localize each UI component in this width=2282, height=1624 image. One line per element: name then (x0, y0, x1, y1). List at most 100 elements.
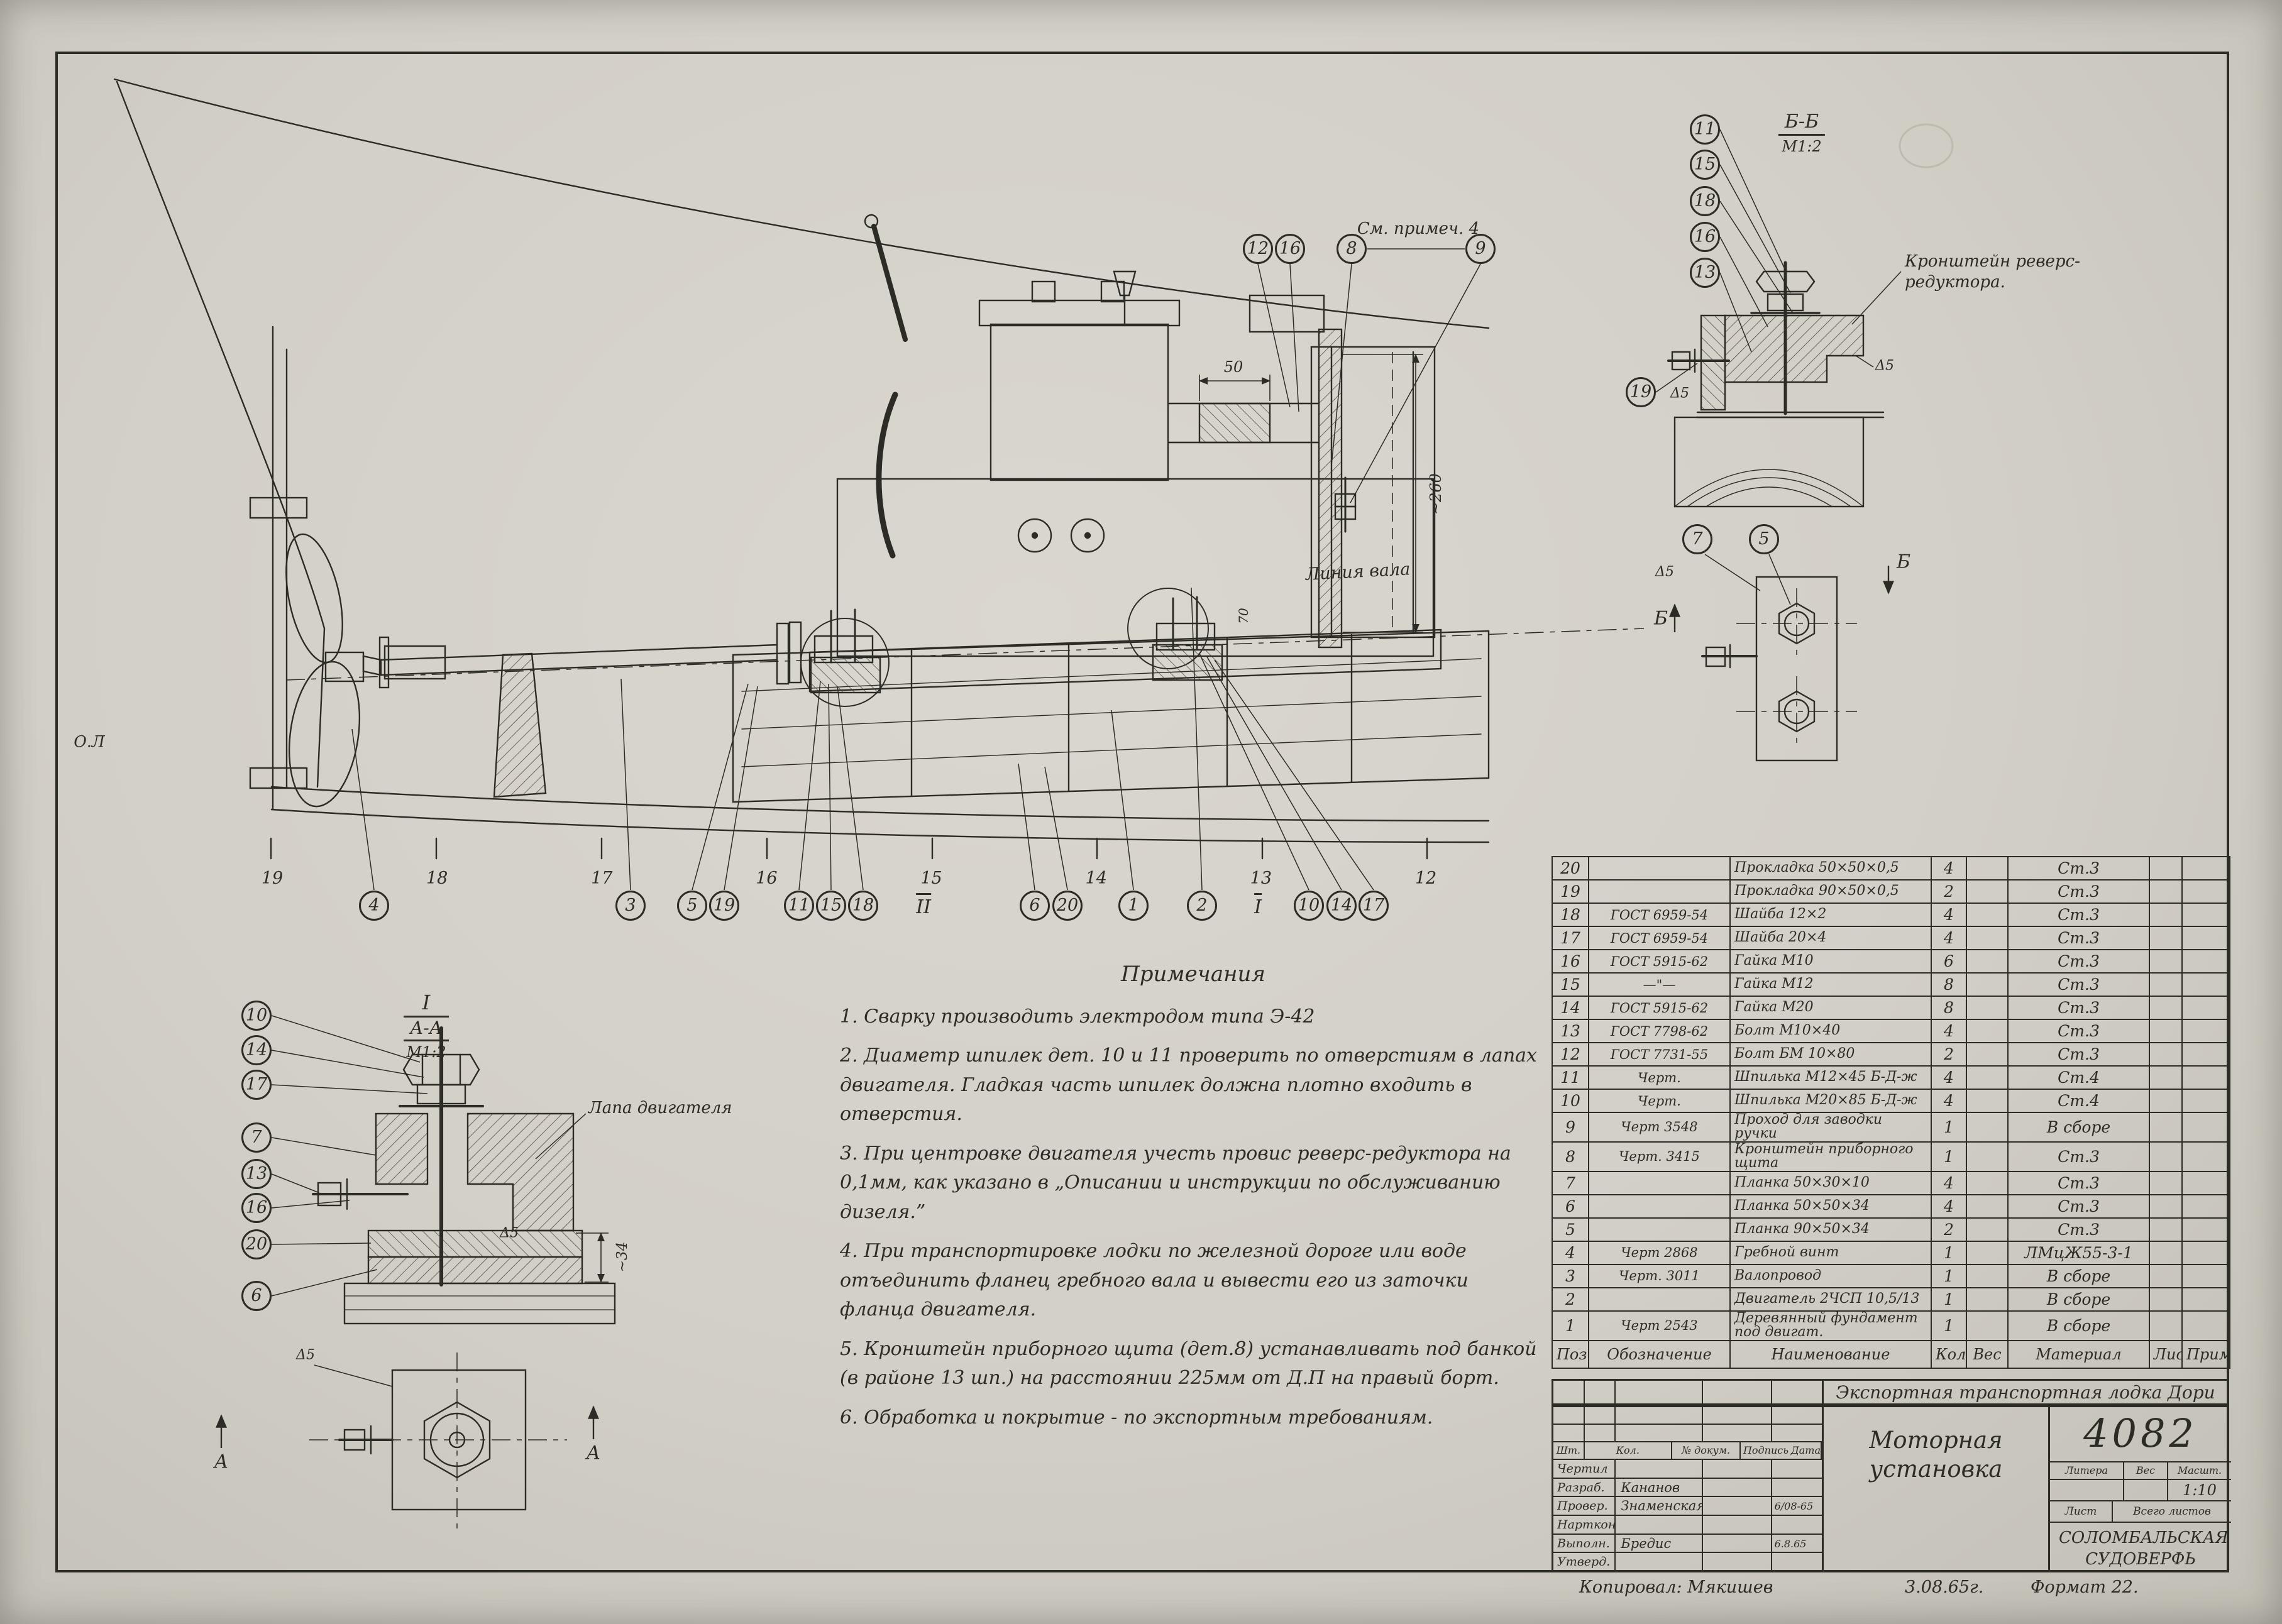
cell-qty: 4 (1931, 856, 1967, 881)
cell-note (2181, 996, 2230, 1020)
part-callout: 15 (1690, 150, 1720, 180)
cell-qty: 4 (1931, 1170, 1967, 1195)
litera-value (2050, 1480, 2124, 1500)
part-callout: 12 (1243, 234, 1273, 264)
parts-row: 9 Черт 3548 Проход для заводки ручки 1 В… (1552, 1112, 2230, 1143)
cell-weight (1966, 1112, 2009, 1143)
cell-note (2181, 879, 2230, 904)
cell-qty: 1 (1931, 1263, 1967, 1288)
cell-weight (1966, 926, 2009, 950)
cell-material: Ст.3 (2007, 1193, 2150, 1219)
parts-row: 12 ГОСТ 7731-55 Болт БМ 10×80 2 Ст.3 (1552, 1042, 2230, 1067)
cell-note (2181, 1089, 2230, 1113)
cell-name: Болт БМ 10×80 (1729, 1042, 1932, 1067)
detail-aa-ref: I (404, 990, 449, 1018)
sign-signature (1703, 1534, 1772, 1552)
format-note: Формат 22. (2031, 1577, 2139, 1597)
copied-by-note: Копировал: Мякишев (1579, 1577, 1773, 1597)
part-callout: 4 (359, 891, 389, 921)
cell-sheet (2149, 1042, 2183, 1067)
cell-note (2181, 856, 2230, 881)
cell-qty: 2 (1931, 1042, 1967, 1067)
cell-ref: Черт 3548 (1588, 1112, 1731, 1143)
cell-material: Ст.3 (2007, 926, 2150, 950)
cell-pos: 18 (1552, 903, 1589, 927)
cell-name: Кронштейн приборного щита (1729, 1141, 1932, 1172)
cell-weight (1966, 1263, 2009, 1288)
cell-sheet (2149, 1193, 2183, 1219)
part-callout: 7 (1682, 524, 1712, 554)
cell-ref: Черт. 3415 (1588, 1141, 1731, 1172)
cell-weight (1966, 1089, 2009, 1113)
part-callout: 14 (1326, 891, 1357, 921)
cell-name: Шпилька М12×45 Б-Д-ж (1729, 1065, 1932, 1090)
cell-sheet (2149, 1141, 2183, 1172)
part-callout: 19 (1626, 377, 1656, 407)
cell-name: Прокладка 90×50×0,5 (1729, 879, 1932, 904)
parts-row: 15 —"— Гайка М12 8 Ст.3 (1552, 972, 2230, 997)
cell-name: Прокладка 50×50×0,5 (1729, 856, 1932, 881)
part-callout: 14 (241, 1035, 272, 1065)
parts-row: 2 Двигатель 2ЧСП 10,5/13 1 В сборе (1552, 1287, 2230, 1312)
part-callout: 5 (677, 891, 707, 921)
cell-weight (1966, 1310, 2009, 1341)
part-callout: 19 (709, 891, 739, 921)
cell-name: Гребной винт (1729, 1240, 1932, 1265)
cell-note (2181, 1112, 2230, 1143)
section-bb-name: Б-Б (1778, 111, 1826, 136)
cell-pos: 20 (1552, 856, 1589, 881)
notes-list: 1. Сварку производить электродом типа Э-… (840, 1002, 1546, 1433)
cell-weight (1966, 1019, 2009, 1043)
cell-pos: 15 (1552, 972, 1589, 997)
cell-material: Ст.3 (2007, 972, 2150, 997)
cell-note (2181, 903, 2230, 927)
part-callout: 17 (241, 1070, 272, 1100)
lwm-header: Литера Вес Масшт. (2050, 1462, 2231, 1480)
sheet-frame (55, 52, 2229, 1572)
cell-weight (1966, 996, 2009, 1020)
part-callout: 16 (241, 1193, 272, 1223)
part-callout: 3 (615, 891, 646, 921)
parts-row: 5 Планка 90×50×34 2 Ст.3 (1552, 1217, 2230, 1242)
note-item: 6. Обработка и покрытие - по экспортным … (840, 1406, 1433, 1429)
cell-sheet (2149, 949, 2183, 974)
cell-ref (1588, 1217, 1731, 1242)
cell-ref (1588, 1170, 1731, 1195)
frame-number: 16 (756, 869, 778, 888)
sheet-label: Лист (2050, 1501, 2113, 1522)
header-material: Материал (2007, 1339, 2150, 1369)
notes-title: Примечания (1121, 962, 1265, 987)
cell-sheet (2149, 1112, 2183, 1143)
part-callout: 13 (241, 1159, 272, 1189)
detail-aa-title: I А-А М1:2 (404, 990, 449, 1061)
drawing-number: 4082 (2050, 1407, 2231, 1462)
cell-note (2181, 1287, 2230, 1312)
cell-ref: Черт. (1588, 1065, 1731, 1090)
cell-note (2181, 1042, 2230, 1067)
cell-ref (1588, 1287, 1731, 1312)
cell-sheet (2149, 1310, 2183, 1341)
parts-row: 17 ГОСТ 6959-54 Шайба 20×4 4 Ст.3 (1552, 926, 2230, 950)
cell-note (2181, 926, 2230, 950)
cell-name: Деревянный фундамент под двигат. (1729, 1310, 1932, 1341)
revision-row (1553, 1407, 1822, 1425)
cell-weight (1966, 1141, 2009, 1172)
cell-weight (1966, 856, 2009, 881)
header-qty: Кол (1931, 1339, 1967, 1369)
cell-material: ЛМцЖ55-3-1 (2007, 1240, 2150, 1265)
frame-number: 19 (261, 869, 284, 888)
cell-pos: 19 (1552, 879, 1589, 904)
sign-signature (1703, 1553, 1772, 1571)
label-dim-260: ~260 (1427, 473, 1445, 515)
part-callout: 11 (1690, 114, 1720, 145)
sign-name (1616, 1516, 1704, 1533)
cell-material: Ст.3 (2007, 903, 2150, 927)
cell-weight (1966, 949, 2009, 974)
note-item: 3. При центровке двигателя учесть провис… (840, 1142, 1511, 1223)
sign-role: Выполн. (1553, 1534, 1616, 1552)
part-callout: 6 (1020, 891, 1050, 921)
sheets-row: Лист Всего листов (2050, 1501, 2231, 1523)
